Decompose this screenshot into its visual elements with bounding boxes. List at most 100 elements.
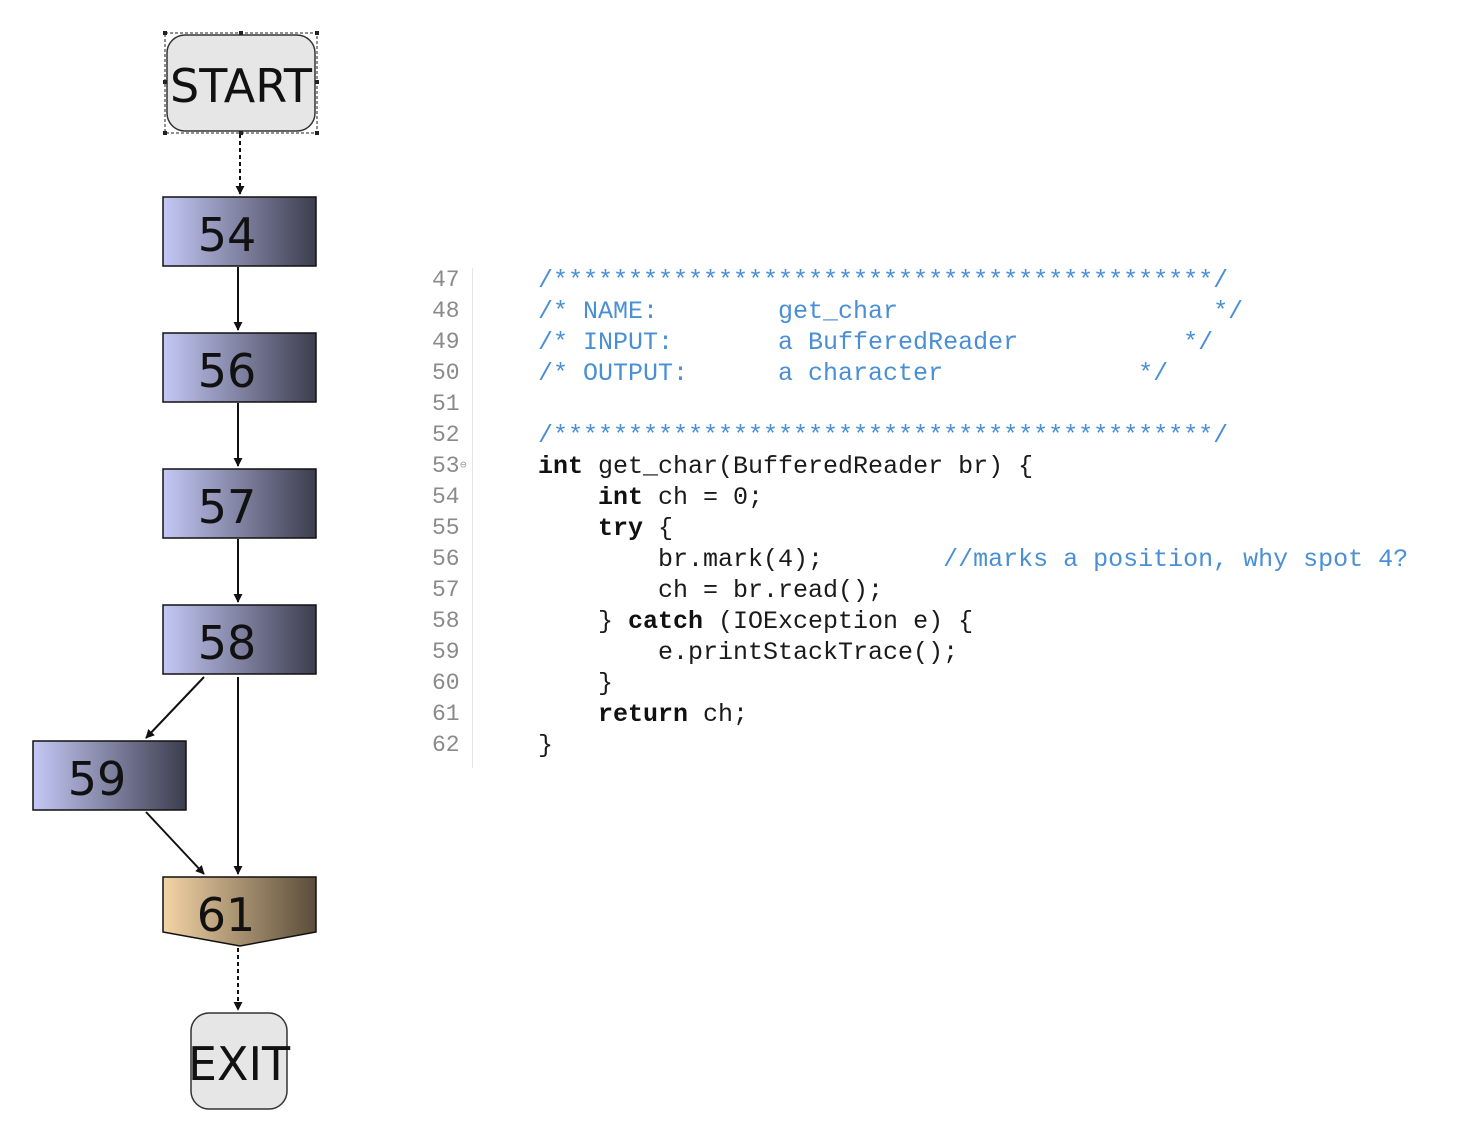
line-number: 57: [432, 577, 460, 603]
code-text: int get_char(BufferedReader br) {: [538, 451, 1033, 482]
node-61-shape: [162, 876, 317, 947]
node-57-shape: [162, 468, 317, 539]
code-text: ch = br.read();: [538, 575, 883, 606]
code-text: e.printStackTrace();: [538, 637, 958, 668]
line-number: 51: [432, 391, 460, 417]
code-comment: /* OUTPUT: a character */: [538, 359, 1169, 388]
start-label: START: [170, 59, 313, 113]
code-token: e.printStackTrace();: [538, 638, 959, 667]
node-59-shape: [32, 740, 187, 811]
code-line: 54 int ch = 0;: [420, 482, 1472, 513]
code-line: 48 /* NAME: get_char */: [420, 296, 1472, 327]
code-comment: /* NAME: get_char */: [538, 297, 1244, 326]
code-line: 55 try {: [420, 513, 1472, 544]
code-line: 57 ch = br.read();: [420, 575, 1472, 606]
code-line: 49 /* INPUT: a BufferedReader */: [420, 327, 1472, 358]
code-line: 52 /*************************************…: [420, 420, 1472, 451]
node-59-label: 59: [68, 752, 127, 806]
fold-toggle-icon[interactable]: ⊖: [460, 460, 467, 472]
code-text: int ch = 0;: [538, 482, 763, 513]
code-token: ch;: [688, 700, 749, 729]
node-57-label: 57: [198, 480, 257, 534]
code-token: [538, 483, 598, 512]
code-token: }: [538, 607, 629, 636]
line-number: 50: [432, 360, 460, 386]
node-54-shape: [162, 196, 317, 267]
code-keyword: try: [598, 514, 644, 543]
line-number: 52: [432, 422, 460, 448]
start-node[interactable]: START: [163, 31, 319, 135]
line-number: 47: [432, 267, 460, 293]
code-line: 50 /* OUTPUT: a character */: [420, 358, 1472, 389]
code-text: /* OUTPUT: a character */: [538, 358, 1168, 389]
code-keyword: catch: [628, 607, 704, 636]
gutter-divider: [472, 268, 473, 768]
code-line: 53⊖ int get_char(BufferedReader br) {: [420, 451, 1472, 482]
code-line: 61 return ch;: [420, 699, 1472, 730]
code-text: /* NAME: get_char */: [538, 296, 1243, 327]
node-57[interactable]: 57: [162, 468, 317, 539]
code-text: /***************************************…: [538, 420, 1228, 451]
code-line: 62}: [420, 730, 1472, 761]
code-token: }: [538, 669, 614, 698]
code-token: [538, 700, 598, 729]
code-text: } catch (IOException e) {: [538, 606, 973, 637]
code-line: 58 } catch (IOException e) {: [420, 606, 1472, 637]
code-token: ch = 0;: [643, 483, 764, 512]
code-keyword: int: [598, 483, 644, 512]
node-61-label: 61: [197, 888, 256, 942]
code-comment: /***************************************…: [538, 266, 1229, 295]
code-line: 56 br.mark(4); //marks a position, why s…: [420, 544, 1472, 575]
code-token: get_char(BufferedReader br) {: [583, 452, 1034, 481]
line-number: 48: [432, 298, 460, 324]
code-token: }: [538, 731, 554, 760]
code-line: 59 e.printStackTrace();: [420, 637, 1472, 668]
node-58-label: 58: [198, 616, 257, 670]
node-58[interactable]: 58: [162, 604, 317, 675]
code-keyword: return: [598, 700, 689, 729]
code-listing: 47 /*************************************…: [420, 265, 1472, 761]
line-number: 61: [432, 701, 460, 727]
code-text: try {: [538, 513, 673, 544]
code-line: 47 /*************************************…: [420, 265, 1472, 296]
control-flow-graph: START 54 56 57 58 59 61 EXIT: [32, 31, 319, 1110]
line-number: 60: [432, 670, 460, 696]
line-number: 59: [432, 639, 460, 665]
code-keyword: int: [538, 452, 584, 481]
code-token: ch = br.read();: [538, 576, 884, 605]
exit-node-shape: [190, 1012, 288, 1110]
code-line: 51: [420, 389, 1472, 420]
line-number: 55: [432, 515, 460, 541]
code-comment: //marks a position, why spot 4?: [943, 545, 1409, 574]
code-comment: /***************************************…: [538, 421, 1229, 450]
edge-58-59: [145, 676, 205, 739]
code-text: }: [538, 668, 613, 699]
node-58-shape: [162, 604, 317, 675]
node-56-label: 56: [198, 344, 257, 398]
line-number: 53: [432, 453, 460, 479]
node-54-label: 54: [198, 208, 257, 262]
code-text: }: [538, 730, 553, 761]
line-number: 62: [432, 732, 460, 758]
code-token: br.mark(4);: [538, 545, 944, 574]
exit-label: EXIT: [188, 1037, 291, 1091]
node-54[interactable]: 54: [162, 196, 317, 267]
edge-59-61: [145, 811, 205, 875]
node-56-shape: [162, 332, 317, 403]
node-56[interactable]: 56: [162, 332, 317, 403]
line-number: 58: [432, 608, 460, 634]
selection-handles: [163, 31, 319, 135]
edges: [145, 134, 245, 1011]
node-59[interactable]: 59: [32, 740, 187, 811]
code-text: br.mark(4); //marks a position, why spot…: [538, 544, 1408, 575]
code-text: return ch;: [538, 699, 748, 730]
line-number: 54: [432, 484, 460, 510]
node-61[interactable]: 61: [162, 876, 317, 947]
code-token: [538, 514, 598, 543]
code-token: {: [643, 514, 674, 543]
code-text: /***************************************…: [538, 265, 1228, 296]
code-comment: /* INPUT: a BufferedReader */: [538, 328, 1214, 357]
line-number: 56: [432, 546, 460, 572]
exit-node[interactable]: EXIT: [188, 1012, 291, 1110]
line-number: 49: [432, 329, 460, 355]
